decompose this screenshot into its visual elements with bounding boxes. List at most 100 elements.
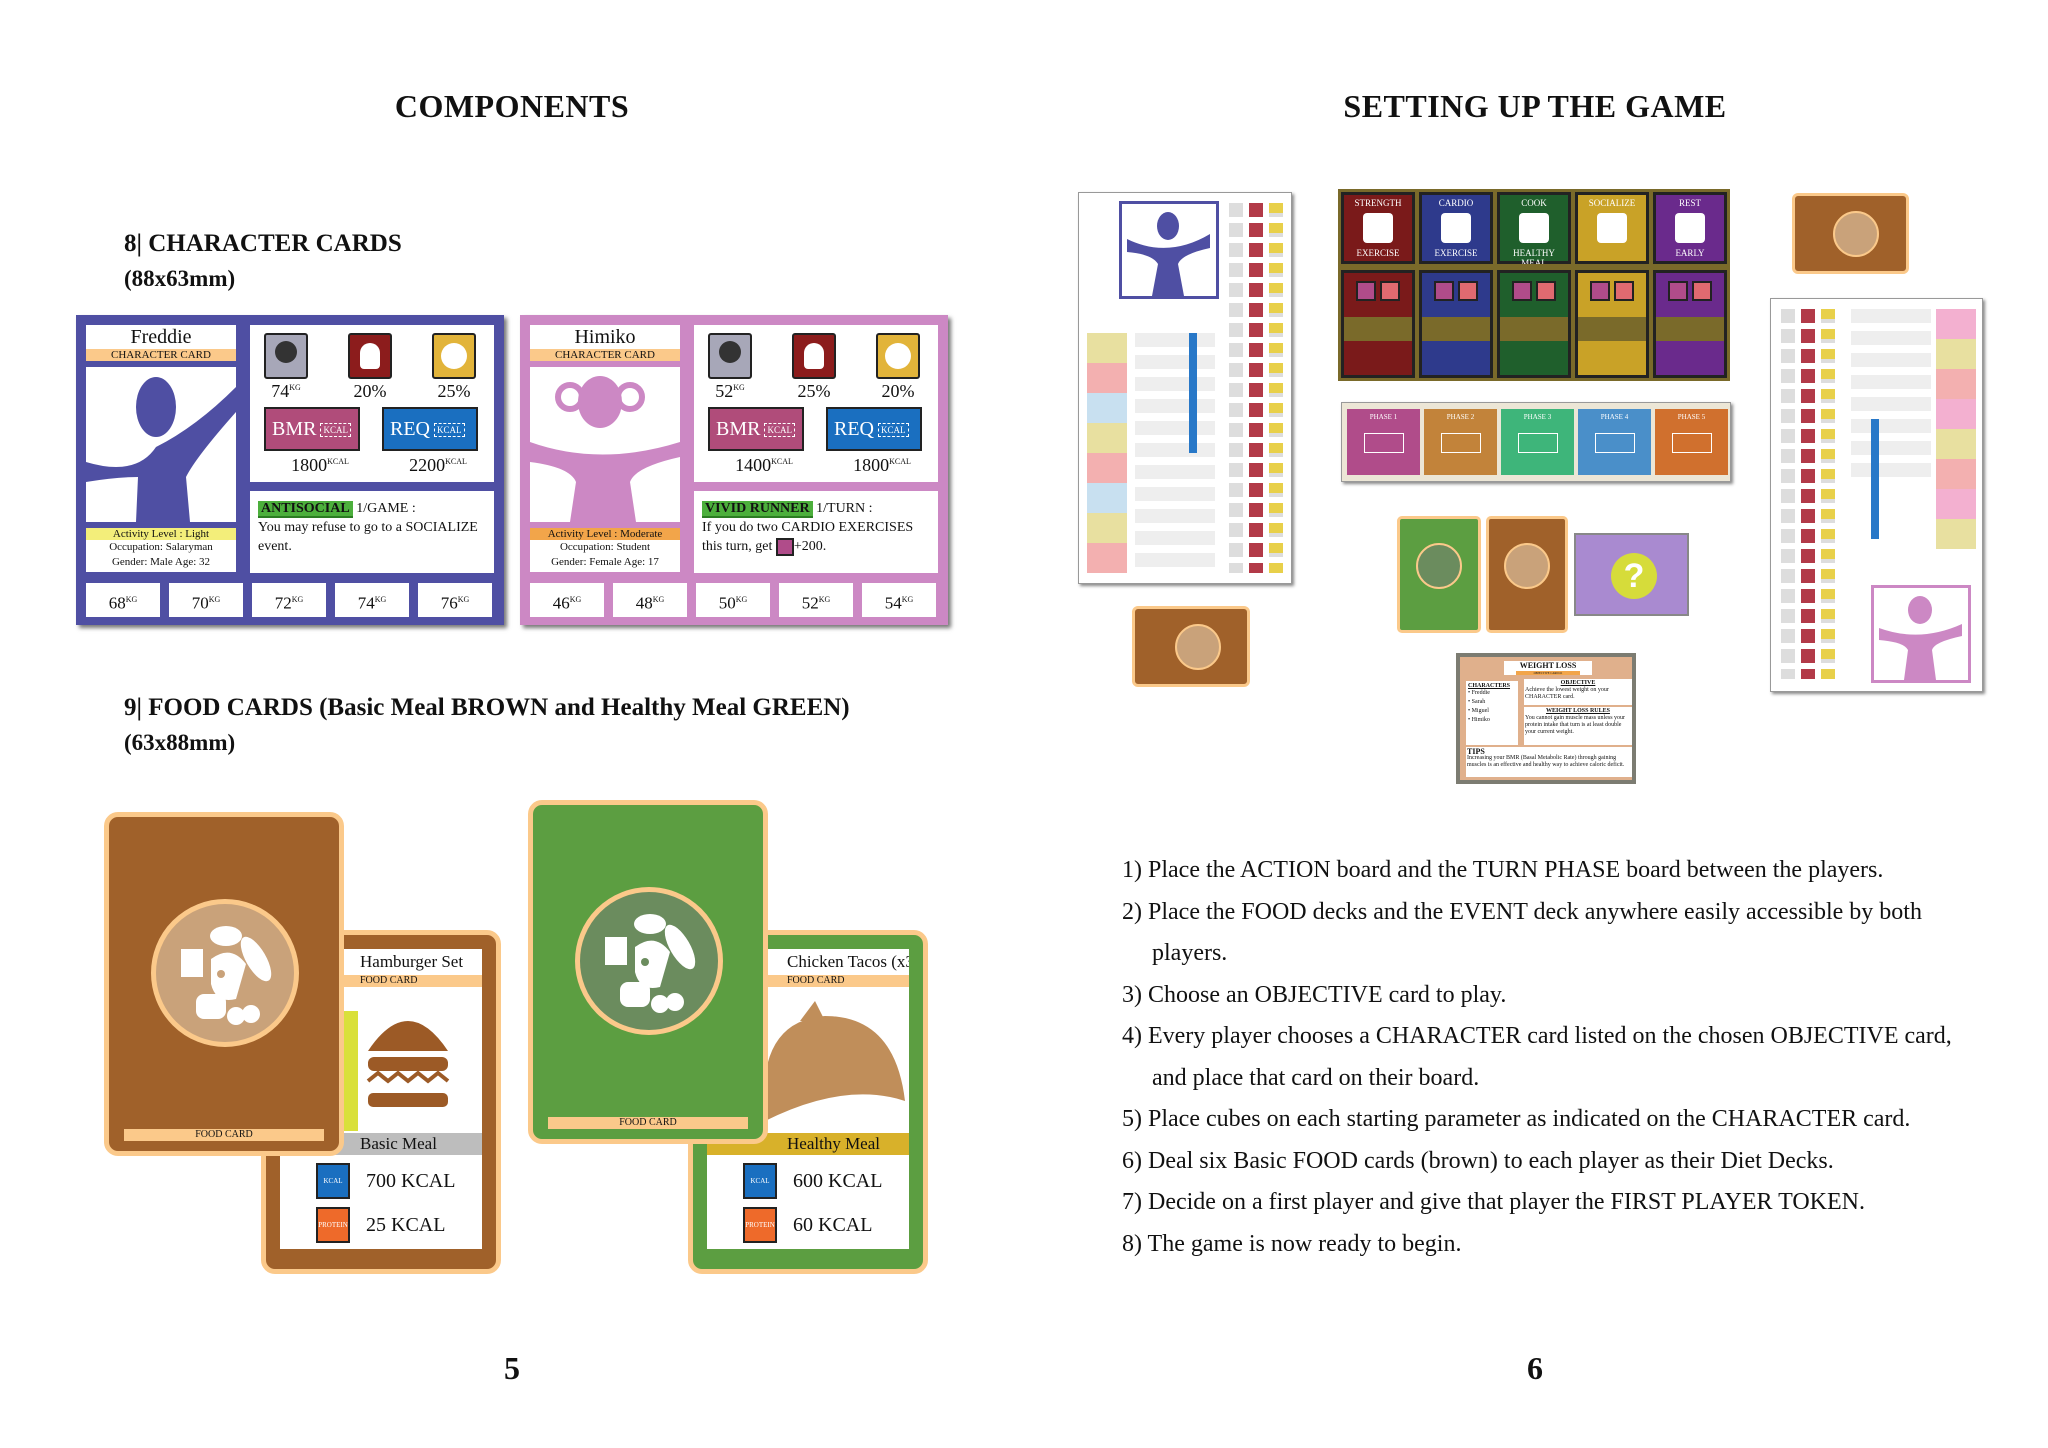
instruction-step: 2) Place the FOOD decks and the EVENT de… bbox=[1122, 898, 1922, 967]
weight-track-box: 46KG bbox=[530, 583, 604, 617]
food-illustration-icon bbox=[328, 991, 478, 1136]
tips-heading: TIPS bbox=[1467, 747, 1485, 756]
objective-character: • Himiko bbox=[1468, 717, 1490, 723]
req-value: 2200KCAL bbox=[409, 455, 467, 475]
objective-card[interactable]: WEIGHT LOSS OBJECTIVE CARD #1 CHARACTERS… bbox=[1456, 653, 1636, 784]
action-detail bbox=[1338, 267, 1418, 381]
ability-text: If you do two CARDIO EXERCISES this turn… bbox=[702, 520, 914, 554]
page-title-setup: SETTING UP THE GAME bbox=[1343, 88, 1727, 124]
character-card[interactable]: Himiko CHARACTER CARD Activity Level : M… bbox=[520, 315, 948, 625]
food-card-back[interactable]: FOOD CARD bbox=[528, 800, 768, 1144]
weight-track-box: 72KG bbox=[252, 583, 326, 617]
characters-heading: CHARACTERS bbox=[1468, 683, 1511, 689]
action-tile-strength[interactable]: STRENGTH EXERCISE bbox=[1338, 189, 1418, 267]
question-mark-icon: ? bbox=[1611, 553, 1657, 599]
objective-text: Achieve the lowest weight on your CHARAC… bbox=[1525, 687, 1609, 700]
card-type-label: CHARACTER CARD bbox=[86, 349, 236, 361]
kcal-icon bbox=[775, 537, 794, 556]
character-portrait-icon bbox=[530, 367, 680, 522]
event-deck[interactable]: ? bbox=[1574, 533, 1689, 616]
track-column bbox=[1851, 309, 1931, 479]
card-type-label: CHARACTER CARD bbox=[530, 349, 680, 361]
action-detail bbox=[1494, 267, 1574, 381]
instruction-step: 3) Choose an OBJECTIVE card to play. bbox=[1122, 981, 1507, 1008]
protein-icon: PROTEIN bbox=[743, 1207, 777, 1243]
objective-subtitle: OBJECTIVE CARD #1 bbox=[1516, 671, 1580, 675]
rules-heading: WEIGHT LOSS RULES bbox=[1546, 708, 1610, 714]
muscle-icon bbox=[792, 333, 836, 379]
character-name: Freddie bbox=[86, 325, 236, 349]
weight-track-box: 76KG bbox=[418, 583, 492, 617]
weight-track-box: 70KG bbox=[169, 583, 243, 617]
food-emblem-icon bbox=[1504, 543, 1550, 589]
food-name: Chicken Tacos (x3) bbox=[707, 949, 909, 975]
phase-tile: PHASE 2 bbox=[1424, 409, 1497, 475]
muscle-icon bbox=[348, 333, 392, 379]
weight-track-box: 50KG bbox=[696, 583, 770, 617]
player-board-2 bbox=[1770, 298, 1983, 692]
food-deck-brown[interactable] bbox=[1132, 606, 1250, 687]
instruction-step: 8) The game is now ready to begin. bbox=[1122, 1230, 1462, 1257]
action-icon bbox=[1441, 213, 1471, 243]
track-column bbox=[1801, 309, 1815, 679]
track-column bbox=[1269, 203, 1283, 573]
page-number-right: 6 bbox=[1527, 1350, 1543, 1386]
weight-track-box: 48KG bbox=[613, 583, 687, 617]
food-cards-size: (63x88mm) bbox=[124, 730, 236, 755]
body-fat-icon bbox=[876, 333, 920, 379]
phase-tile: PHASE 4 bbox=[1578, 409, 1651, 475]
food-emblem-icon bbox=[575, 887, 723, 1035]
track-column bbox=[1249, 203, 1263, 573]
card-back-label: FOOD CARD bbox=[548, 1117, 748, 1129]
action-tile-socialize[interactable]: SOCIALIZE bbox=[1572, 189, 1652, 267]
food-illustration-icon bbox=[755, 991, 905, 1136]
action-tile-cardio[interactable]: CARDIO EXERCISE bbox=[1416, 189, 1496, 267]
protein-icon: PROTEIN bbox=[316, 1207, 350, 1243]
weight-track-box: 68KG bbox=[86, 583, 160, 617]
ability-box: VIVID RUNNER 1/TURN : If you do two CARD… bbox=[694, 491, 938, 573]
character-portrait-icon bbox=[86, 367, 236, 522]
instruction-step: 6) Deal six Basic FOOD cards (brown) to … bbox=[1122, 1147, 1834, 1174]
character-slot-icon bbox=[1871, 585, 1971, 683]
food-deck-brown-3[interactable] bbox=[1486, 516, 1568, 633]
track-bar bbox=[1871, 419, 1879, 539]
character-cards-size: (88x63mm) bbox=[124, 266, 236, 291]
action-board: STRENGTH EXERCISE CARDIO EXERCISE COOK H… bbox=[1338, 189, 1733, 385]
activity-level: Activity Level : Light bbox=[86, 528, 236, 540]
action-icon bbox=[1519, 213, 1549, 243]
instruction-step: 4) Every player chooses a CHARACTER card… bbox=[1122, 1023, 1952, 1091]
player-board bbox=[1078, 192, 1292, 584]
rules-text: You cannot gain muscle mass unless your … bbox=[1525, 715, 1626, 735]
objective-character: • Freddie bbox=[1468, 690, 1490, 696]
track-bar bbox=[1189, 333, 1197, 453]
instruction-step: 1) Place the ACTION board and the TURN P… bbox=[1122, 857, 1884, 883]
kcal-icon: KCAL bbox=[316, 1163, 350, 1199]
ability-text: You may refuse to go to a SOCIALIZE even… bbox=[258, 520, 478, 554]
track-column bbox=[1087, 333, 1127, 573]
objective-character: • Sarah bbox=[1468, 699, 1486, 705]
ability-name: ANTISOCIAL bbox=[258, 501, 353, 518]
track-column bbox=[1781, 309, 1795, 679]
action-detail bbox=[1416, 267, 1496, 381]
weight-track-box: 54KG bbox=[862, 583, 936, 617]
food-card-back[interactable]: FOOD CARD bbox=[104, 812, 344, 1156]
food-deck-green[interactable] bbox=[1397, 516, 1481, 633]
action-tile-rest[interactable]: REST EARLY bbox=[1650, 189, 1730, 267]
food-emblem-icon bbox=[1833, 211, 1879, 257]
track-column bbox=[1135, 333, 1215, 573]
character-card[interactable]: Freddie CHARACTER CARD Activity Level : … bbox=[76, 315, 504, 625]
action-detail bbox=[1572, 267, 1652, 381]
food-deck-brown-2[interactable] bbox=[1792, 193, 1909, 274]
track-column bbox=[1821, 309, 1835, 679]
action-tile-cook[interactable]: COOK HEALTHY MEAL bbox=[1494, 189, 1574, 268]
scale-icon bbox=[264, 333, 308, 379]
